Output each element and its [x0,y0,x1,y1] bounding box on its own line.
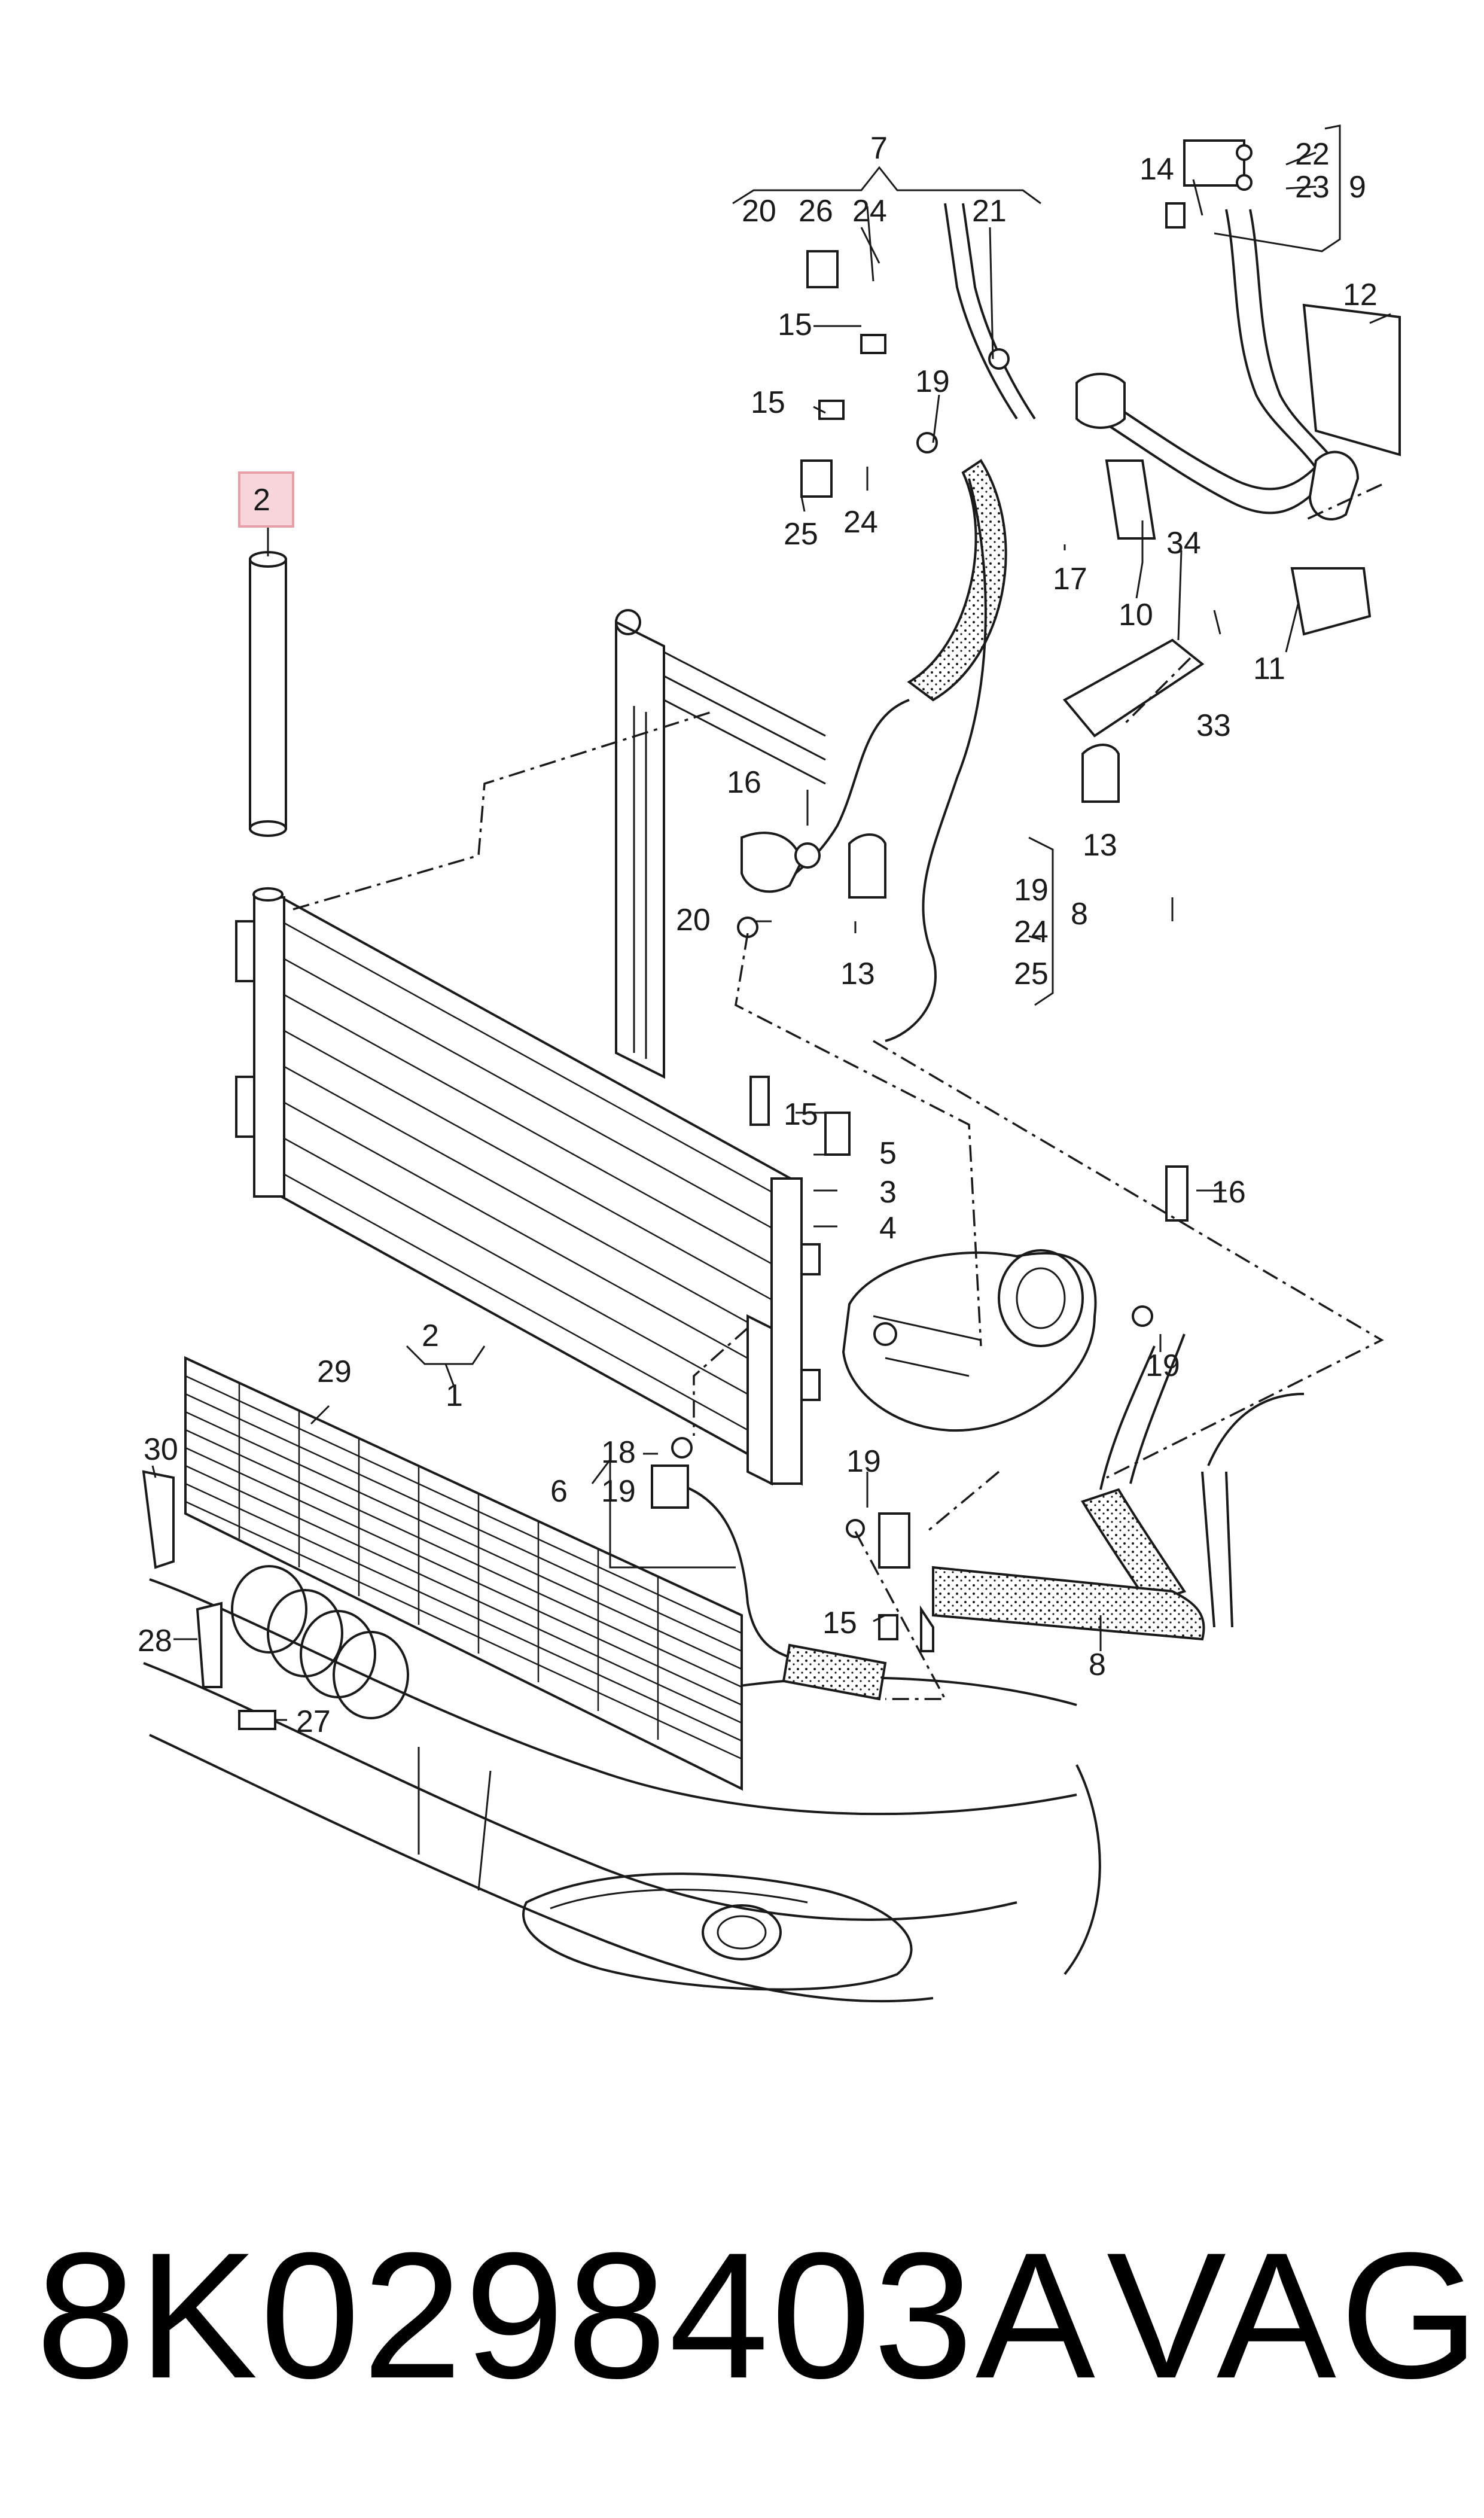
callout-label: 12 [1343,278,1378,312]
callout-label: 27 [296,1704,331,1739]
callout-label: 7 [870,131,888,166]
small-parts [142,139,1401,1730]
callout-label: 1 [446,1378,463,1413]
ac-compressor [842,1249,1097,1432]
callout-label: 24 [852,194,887,229]
callout-label: 8 [1089,1648,1106,1682]
callout-label: 25 [1014,957,1049,991]
callout-label: 9 [1349,170,1366,205]
assembly-lines [292,483,1384,1700]
callout-label: 20 [676,903,711,937]
receiver-drier-2 [249,526,287,902]
callout-label: 34 [1166,526,1201,561]
callout-label: 6 [550,1474,568,1509]
callout-label: 2 [253,483,270,517]
callout-label: 16 [727,765,761,800]
brand-text: VAG [1107,2215,1483,2416]
callout-label: 11 [1253,651,1285,686]
callout-label: 22 [1295,137,1330,172]
callout-label: 26 [799,194,833,229]
callout-label: 24 [1014,915,1049,949]
callout-label: 8 [1071,897,1088,931]
callout-label: 19 [1145,1348,1180,1383]
grille-29 [184,1356,743,1791]
callout-label: 33 [1196,708,1231,743]
callout-label: 18 [601,1435,636,1470]
callout-label: 15 [778,307,812,342]
callout-label: 15 [751,385,785,420]
part-number-text: 8K0298403A [36,2215,1098,2416]
callout-label: 17 [1053,562,1087,596]
radiator-background [615,609,826,1079]
callout-label: 13 [1083,828,1117,863]
callout-label: 30 [144,1432,178,1467]
callout-label: 5 [879,1136,897,1171]
callout-label: 19 [601,1474,636,1509]
callout-label: 14 [1139,152,1174,187]
callout-label: 23 [1295,170,1330,205]
callout-label: 4 [879,1211,897,1246]
condenser-1 [235,895,821,1486]
callout-label: 24 [843,505,878,540]
callout-label: 15 [784,1097,818,1132]
callout-label: 2 [422,1319,439,1353]
callout-label: 15 [822,1606,857,1640]
leader-lines [151,124,1391,1721]
refrigerant-lines [675,203,1353,1701]
callout-label: 16 [1211,1175,1246,1210]
callout-label: 20 [742,194,776,229]
callout-label: 3 [879,1175,897,1210]
callout-label: 28 [138,1624,172,1658]
highlight-box-part-2 [238,471,294,528]
callout-label: 19 [1014,873,1049,908]
callout-label: 13 [840,957,875,991]
callout-label: 19 [846,1444,881,1479]
callout-label: 29 [317,1354,352,1389]
callout-label: 10 [1119,598,1153,632]
callout-label: 21 [972,194,1007,229]
callout-label: 25 [784,517,818,552]
audi-rings-logo [231,1565,409,1719]
callout-labels: 2 7 20 26 24 21 15 19 15 25 24 14 22 23 … [138,131,1378,1739]
callout-label: 19 [915,364,950,399]
ac-condenser-exploded-diagram: 2 7 20 26 24 21 15 19 15 25 24 14 22 23 … [138,124,1401,2003]
